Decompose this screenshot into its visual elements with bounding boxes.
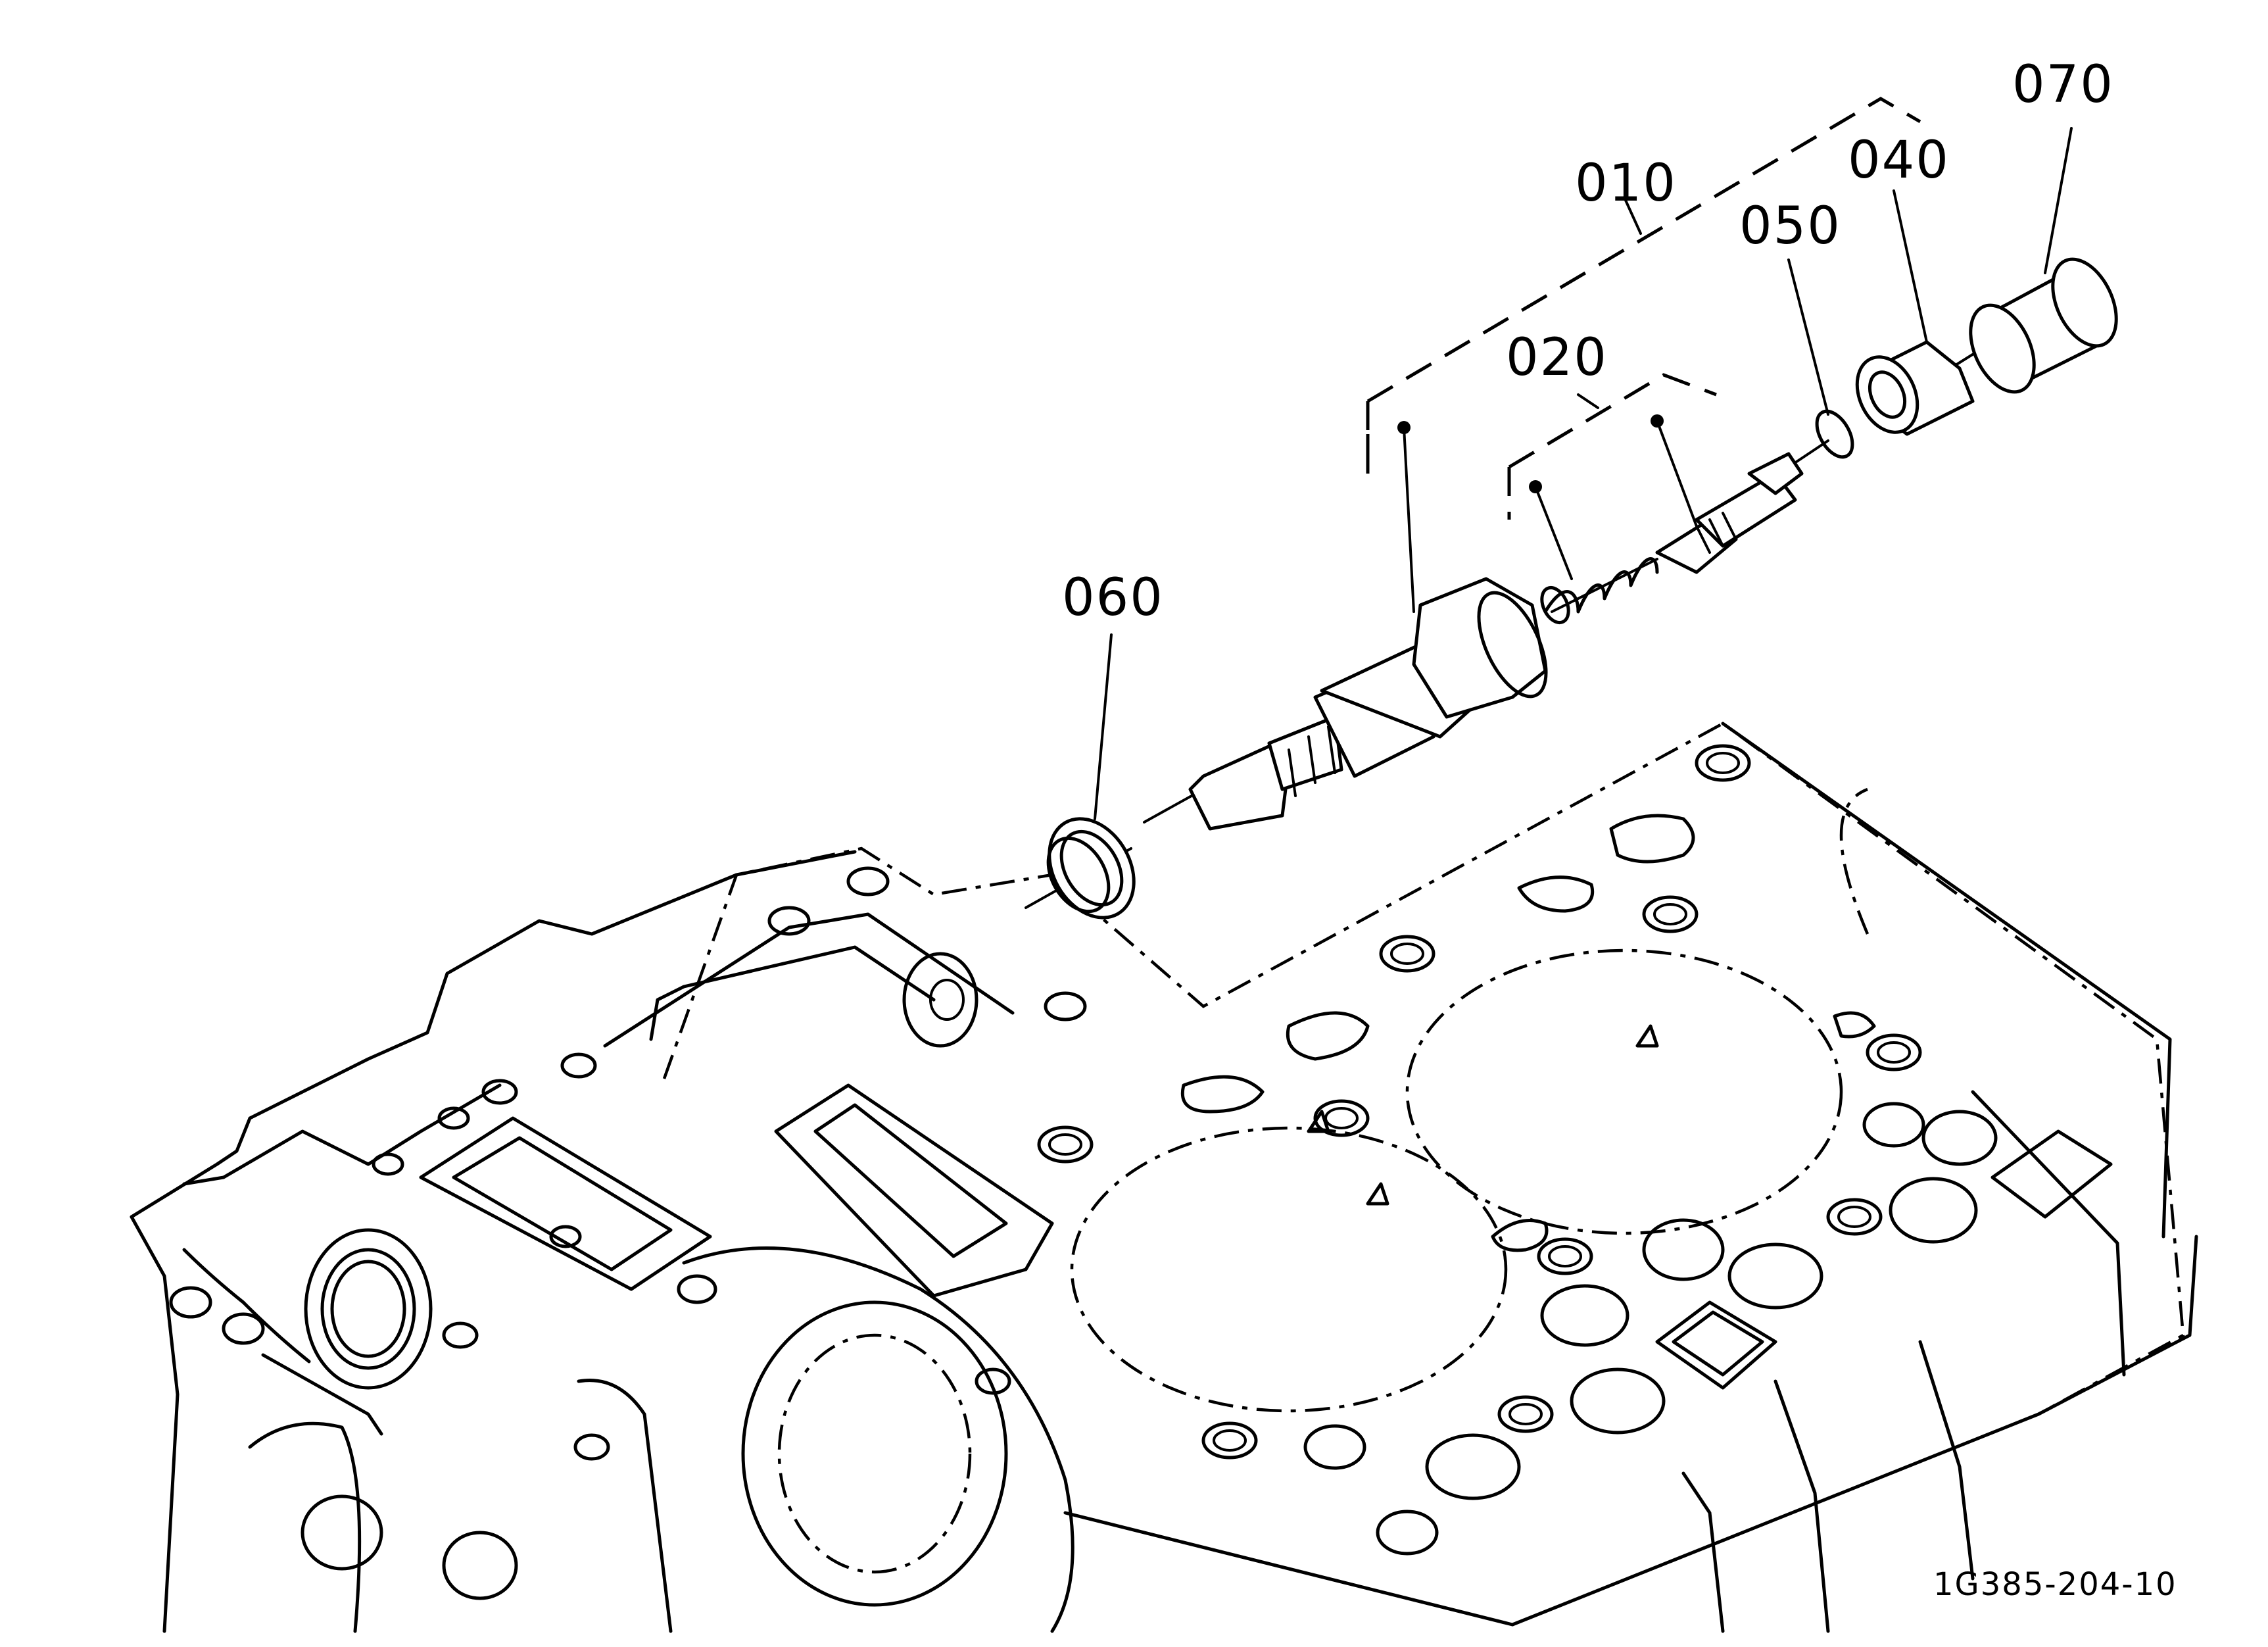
part-050-o-ring — [1815, 409, 1854, 459]
housing-curve — [182, 1248, 311, 1364]
skirt-rib — [1773, 1379, 1830, 1633]
housing-line — [261, 1353, 383, 1436]
callout-leaders — [1094, 127, 2073, 820]
callout-070: 070 — [2012, 55, 2114, 114]
leader-050 — [1787, 258, 1829, 416]
part-040-nut — [1855, 340, 1975, 436]
part-020-nozzle — [1655, 452, 1804, 574]
block-front-edge — [1510, 1235, 2198, 1627]
leader-020-nozzle — [1656, 420, 1698, 528]
callout-020: 020 — [1506, 328, 1608, 387]
skirt-rib-3 — [1681, 1471, 1725, 1633]
callout-050: 050 — [1739, 197, 1841, 256]
leader-010 — [1623, 196, 1642, 235]
gasket-water-holes — [1181, 814, 1998, 1556]
pad-top-rib — [603, 912, 1015, 1048]
part-060-washer — [1046, 817, 1136, 920]
block-rib — [1971, 1090, 2126, 1377]
leader-070 — [2044, 127, 2073, 274]
lower-rib-2 — [248, 1421, 362, 1633]
gasket-bolt-holes — [767, 744, 1922, 1460]
leader-040 — [1893, 189, 1928, 343]
pad-inner-rib — [649, 945, 936, 1041]
skirt-rib-2 — [1918, 1340, 1975, 1581]
pad-boss — [902, 952, 978, 1048]
leader-060 — [1094, 633, 1113, 820]
part-070-cap — [1969, 257, 2118, 394]
pump-pad — [419, 1116, 712, 1291]
leader-020 — [1577, 393, 1599, 409]
drawing-reference-code: 1G385-204-10 — [1933, 1566, 2177, 1603]
cylinder-bore-2 — [1405, 948, 1843, 1235]
gasket-square-passage-2 — [1991, 1129, 2113, 1219]
housing-left-edge — [130, 1215, 180, 1633]
callout-010: 010 — [1575, 154, 1677, 213]
part-010-nozzle-holder — [1188, 577, 1548, 831]
gear-case — [169, 1052, 597, 1390]
gasket-square-passage — [1655, 1300, 1777, 1390]
cylinder-bore-1 — [1070, 1126, 1508, 1413]
leader-010-dot — [1403, 426, 1415, 613]
lower-rib — [577, 1379, 673, 1633]
gasket-outline — [662, 722, 2185, 1627]
callout-040: 040 — [1848, 131, 1950, 190]
callout-060: 060 — [1062, 568, 1164, 627]
housing-top-edge — [130, 850, 857, 1219]
crank-housing-curve — [682, 1246, 1074, 1633]
injection-pump-pad — [774, 1083, 1054, 1298]
block-top-edge — [1721, 722, 2172, 1239]
leader-020-spring — [1534, 485, 1573, 580]
crank-bore — [741, 1300, 1008, 1607]
block-bottom — [1063, 1511, 1514, 1627]
cylinder-bore-3 — [1839, 787, 1870, 935]
callout-labels: 010 020 040 050 060 070 1G385-204-10 — [1062, 55, 2177, 1603]
bracket-020 — [1507, 373, 1717, 520]
housing-rib — [182, 1083, 502, 1186]
engine-block — [130, 722, 2198, 1633]
part-020-spring — [1540, 557, 1659, 624]
lower-hole — [301, 1494, 383, 1571]
exploded-parts — [1025, 97, 2118, 920]
